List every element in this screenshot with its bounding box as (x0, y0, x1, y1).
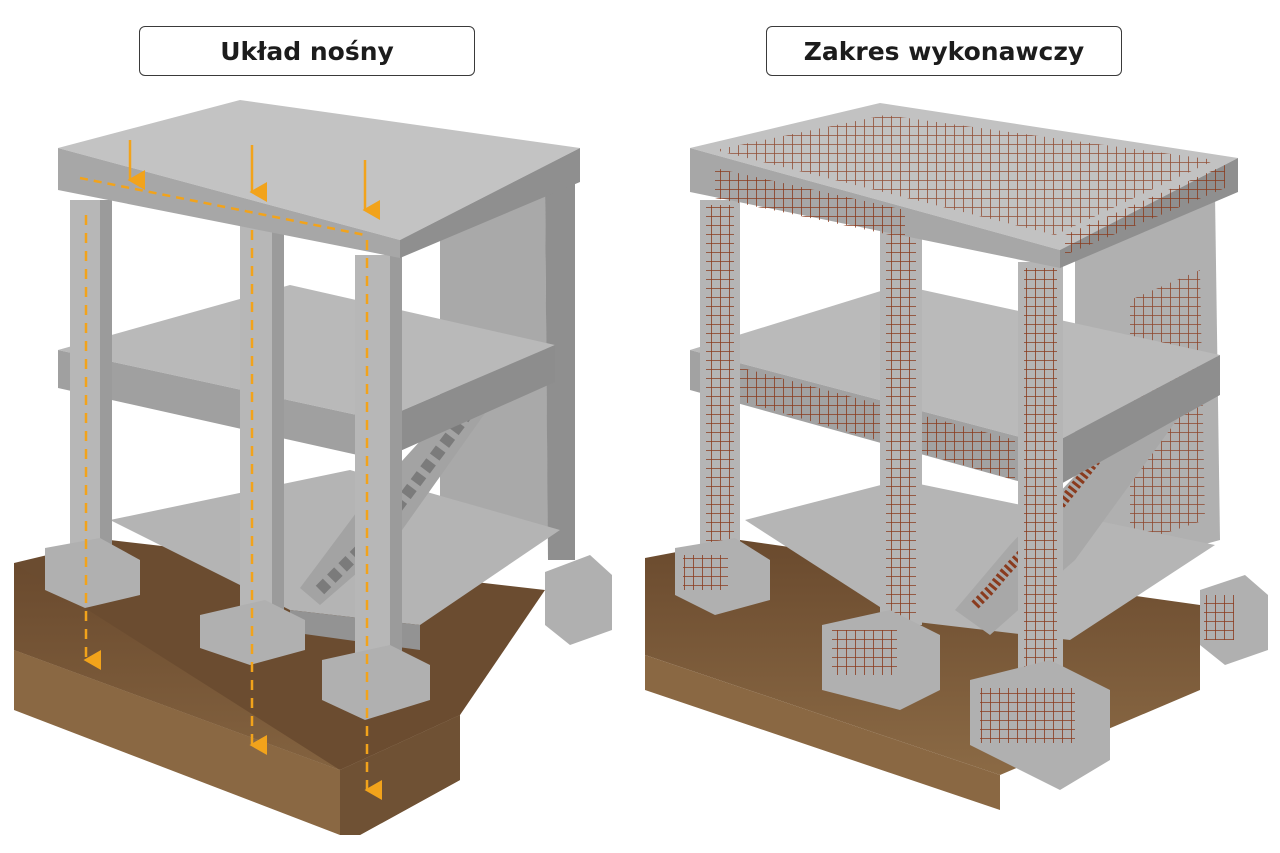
middle-slab-side (1050, 355, 1220, 490)
middle-slab (690, 285, 1220, 445)
load-bearing-structure (14, 100, 612, 835)
load-arrows (79, 140, 382, 800)
roof-slab-side (400, 148, 580, 258)
middle-slab-side (380, 345, 555, 460)
middle-slab (58, 285, 555, 420)
footings (675, 538, 1268, 790)
rebar-cage-icon (700, 200, 1063, 692)
panel-title-load-bearing: Układ nośny (139, 26, 475, 76)
panel-title-construction-scope: Zakres wykonawczy (766, 26, 1122, 76)
ground-slab (745, 480, 1215, 640)
middle-beam-rebar (720, 362, 1015, 480)
roof-slab-rebar-mesh (715, 115, 1215, 235)
back-wall-edge (545, 180, 575, 560)
columns (70, 200, 402, 660)
middle-slab-front (58, 350, 380, 460)
construction-scope-structure (645, 103, 1268, 810)
roof-slab (58, 100, 580, 240)
staircase (955, 380, 1195, 635)
staircase (300, 375, 505, 605)
roof-side-beam-rebar (1065, 165, 1225, 255)
roof-beam-rebar (715, 168, 905, 238)
